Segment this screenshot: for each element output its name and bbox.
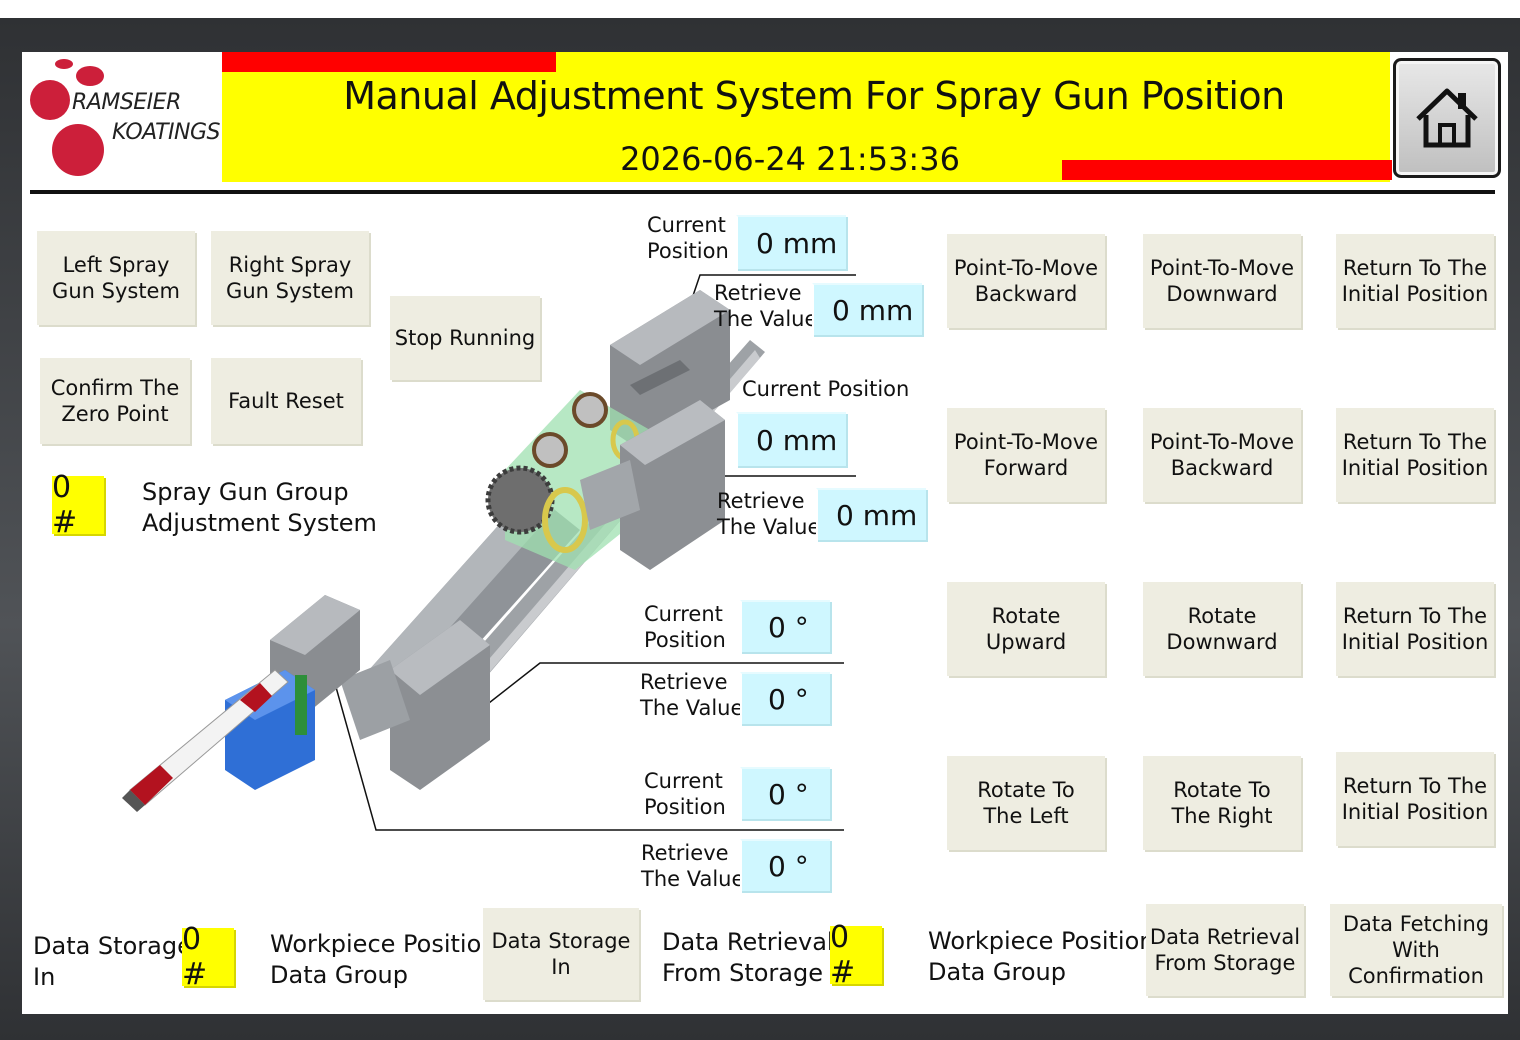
fault-reset-button[interactable]: Fault Reset [211, 358, 361, 444]
title-accent-strip-top [222, 52, 556, 72]
pos2-current-value: 0 mm [736, 412, 846, 466]
pos2-retrieve-label: Retrieve The Value [717, 489, 821, 539]
rotate-downward-button[interactable]: Rotate Downward [1143, 582, 1301, 676]
data-retrieval-button[interactable]: Data Retrieval From Storage [1146, 904, 1304, 996]
datetime-display: 2026-06-24 21:53:36 [620, 140, 960, 178]
storage-group-number[interactable]: 0 # [182, 922, 234, 992]
spray-gun-assembly-illustration [122, 274, 856, 831]
spray-gun-group-number[interactable]: 0 # [52, 470, 104, 540]
point-move-backward-button[interactable]: Point-To-Move Backward [947, 234, 1105, 328]
confirm-zero-point-button[interactable]: Confirm The Zero Point [40, 358, 190, 444]
spray-gun-group-label: Spray Gun Group Adjustment System [142, 478, 377, 537]
point-move-downward-button[interactable]: Point-To-Move Downward [1143, 234, 1301, 328]
point-move-forward-button[interactable]: Point-To-Move Forward [947, 408, 1105, 502]
logo-text-line2: KOATINGS [112, 120, 221, 145]
pos1-current-value: 0 mm [736, 215, 846, 269]
pos2-current-label: Current Position [742, 377, 910, 401]
rot1-current-label: Current Position [644, 602, 726, 652]
data-fetching-confirmation-button[interactable]: Data Fetching With Confirmation [1330, 904, 1502, 996]
title-accent-strip-bottom [1062, 160, 1392, 180]
company-logo [26, 56, 222, 182]
rotate-upward-button[interactable]: Rotate Upward [947, 582, 1105, 676]
page-title: Manual Adjustment System For Spray Gun P… [343, 74, 1285, 118]
pos1-current-label: Current Position [647, 213, 729, 263]
data-storage-in-button[interactable]: Data Storage In [483, 908, 639, 1000]
header-divider [30, 190, 1495, 194]
retrieval-group-number[interactable]: 0 # [830, 920, 882, 990]
rot2-current-value: 0 ° [740, 767, 830, 819]
data-storage-label: Data Storage In [33, 932, 192, 991]
rotate-right-button[interactable]: Rotate To The Right [1143, 756, 1301, 850]
rot2-retrieve-value[interactable]: 0 ° [740, 839, 830, 891]
home-button[interactable] [1393, 58, 1501, 178]
rot1-current-value: 0 ° [740, 600, 830, 652]
data-retrieval-label: Data Retrieval From Storage [662, 928, 834, 987]
rotate-left-button[interactable]: Rotate To The Left [947, 756, 1105, 850]
logo-dots-icon [30, 59, 104, 176]
left-spray-gun-button[interactable]: Left Spray Gun System [37, 231, 195, 325]
return-initial-position-button-2[interactable]: Return To The Initial Position [1336, 408, 1494, 502]
rot2-retrieve-label: Retrieve The Value [641, 841, 745, 891]
pos1-retrieve-value[interactable]: 0 mm [812, 283, 922, 335]
rot1-retrieve-label: Retrieve The Value [640, 670, 744, 720]
logo-text-line1: RAMSEIER [72, 90, 181, 115]
return-initial-position-button-1[interactable]: Return To The Initial Position [1336, 234, 1494, 328]
workpiece-data-group-label-1: Workpiece Position Data Group [270, 930, 497, 989]
return-initial-position-button-3[interactable]: Return To The Initial Position [1336, 582, 1494, 676]
return-initial-position-button-4[interactable]: Return To The Initial Position [1336, 752, 1494, 846]
stop-running-button[interactable]: Stop Running [390, 296, 540, 380]
home-icon [1416, 88, 1478, 148]
workpiece-data-group-label-2: Workpiece Position Data Group [928, 927, 1155, 986]
pos2-retrieve-value[interactable]: 0 mm [816, 488, 926, 540]
right-spray-gun-button[interactable]: Right Spray Gun System [211, 231, 369, 325]
pos1-retrieve-label: Retrieve The Value [714, 281, 818, 331]
rot1-retrieve-value[interactable]: 0 ° [740, 672, 830, 724]
point-move-backward-button-2[interactable]: Point-To-Move Backward [1143, 408, 1301, 502]
rot2-current-label: Current Position [644, 769, 726, 819]
